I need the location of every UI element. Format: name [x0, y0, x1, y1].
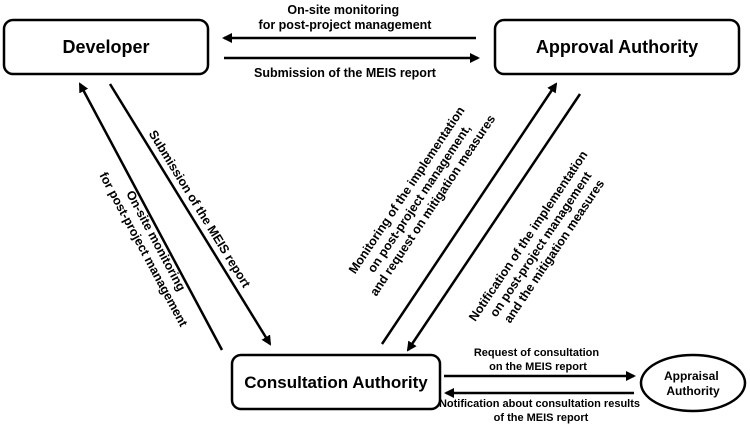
label-appraisal-to-consultation: Notification about consultation results … [439, 398, 643, 424]
label-approval-to-consultation-line-2: on post-project management [487, 169, 595, 320]
label-approval-to-developer-line-1: On-site monitoring [287, 3, 399, 17]
developer-node: Developer [2, 18, 210, 76]
label-consultation-to-approval-line-2: on post-project management, [365, 122, 474, 275]
approval-authority-node: Approval Authority [493, 18, 741, 76]
label-appraisal-to-consultation-line-1: Notification about consultation results [439, 398, 640, 410]
label-consultation-to-appraisal-line-1: Request of consultation [474, 347, 600, 359]
label-approval-to-developer-line-2: for post-project management [259, 18, 433, 32]
label-appraisal-to-consultation-line-2: of the MEIS report [494, 412, 589, 424]
arrow-approval-to-consultation [406, 93, 582, 352]
developer-box [2, 18, 210, 76]
appraisal-authority-label: Appraisal Authority [664, 369, 722, 398]
label-approval-to-developer: On-site monitoring for post-project mana… [259, 3, 433, 32]
label-developer-to-approval-line-1: Submission of the MEIS report [254, 66, 437, 80]
appraisal-authority-ellipse [639, 353, 747, 413]
arrow-consultation-to-developer [78, 82, 224, 351]
appraisal-line-2: Authority [666, 384, 720, 398]
label-approval-to-consultation: Notification of the implementation on po… [466, 145, 617, 340]
label-consultation-to-approval: Monitoring of the implementation on post… [342, 96, 498, 299]
appraisal-authority-node: Appraisal Authority [639, 353, 747, 413]
approval-authority-label: Approval Authority [536, 37, 698, 57]
label-developer-to-approval: Submission of the MEIS report [254, 66, 437, 80]
developer-label: Developer [62, 37, 149, 57]
approval-authority-box [493, 18, 741, 76]
consultation-authority-box [230, 353, 442, 411]
arrow-developer-to-consultation [108, 83, 272, 346]
consultation-authority-label: Consultation Authority [244, 373, 428, 392]
label-consultation-to-appraisal: Request of consultation on the MEIS repo… [474, 347, 602, 373]
appraisal-line-1: Appraisal [664, 369, 719, 383]
consultation-authority-node: Consultation Authority [230, 353, 442, 411]
label-consultation-to-appraisal-line-2: on the MEIS report [489, 361, 587, 373]
arrow-consultation-to-approval [380, 82, 558, 345]
